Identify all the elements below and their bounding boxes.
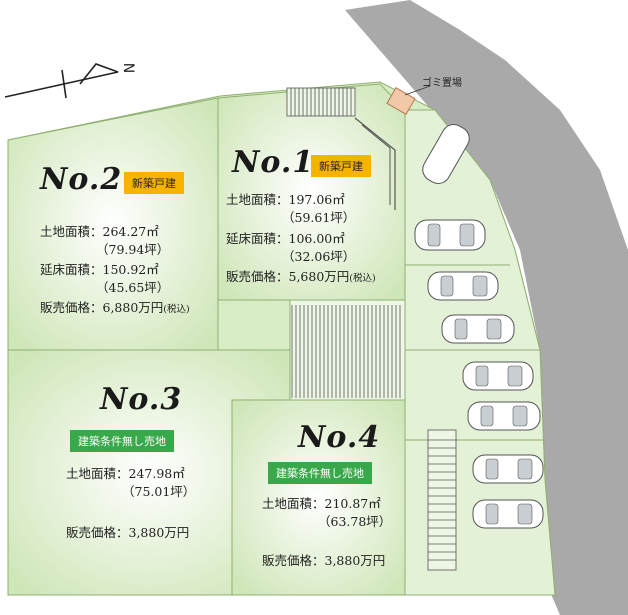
lot-2-price: 販売価格：6,880万円(税込) [40,300,190,318]
lot-4-land-tsubo: （63.78坪） [318,514,392,529]
lot-2-land-area: 土地面積：264.27㎡ [40,224,159,239]
lot-3-number: No.3 [100,382,183,417]
lot-2-tax: (税込) [163,304,190,315]
lot-4-number: No.4 [298,420,381,455]
lot-4-price: 販売価格：3,880万円 [262,553,386,568]
lot-3-land-tsubo: （75.01坪） [122,484,196,499]
stairs-lot4 [427,429,457,571]
garbage-area [386,87,416,115]
lot-3-land-area: 土地面積：247.98㎡ [66,466,185,481]
stairs-lot1 [354,117,396,210]
north-label: N [120,62,137,74]
lot-1-floor-tsubo: （32.06坪） [282,249,356,264]
stairs-center [291,305,401,398]
lot-1-floor-area: 延床面積：106.00㎡ [226,231,345,246]
road [345,0,628,615]
lot-3-badge: 建築条件無し売地 [70,430,174,452]
lot-1-land-tsubo: （59.61坪） [282,210,356,225]
walkway [289,299,406,401]
lot-1-price: 販売価格：5,680万円(税込) [226,269,376,287]
lot-2-price-value: 販売価格：6,880万円 [40,300,164,315]
stairs-top [286,87,356,117]
lot-3-price: 販売価格：3,880万円 [66,525,190,540]
car-windows [427,223,533,525]
lot-4-land-area: 土地面積：210.87㎡ [262,496,381,511]
lot-1-tax: (税込) [349,273,376,284]
lot-2-badge: 新築戸建 [124,172,184,194]
lot-1-land-area: 土地面積：197.06㎡ [226,192,345,207]
lot-2-land-tsubo: （79.94坪） [96,242,170,257]
lot-1-number: No.1 [232,145,315,180]
lot-2-number: No.2 [40,162,123,197]
lot-2-floor-area: 延床面積：150.92㎡ [40,262,159,277]
lot-4-badge: 建築条件無し売地 [268,462,372,484]
lot-1-badge: 新築戸建 [311,155,371,177]
lot-2-floor-tsubo: （45.65坪） [96,280,170,295]
lot-1-price-value: 販売価格：5,680万円 [226,269,350,284]
garbage-label: ゴミ置場 [422,78,462,89]
north-arrow-icon [4,63,119,99]
